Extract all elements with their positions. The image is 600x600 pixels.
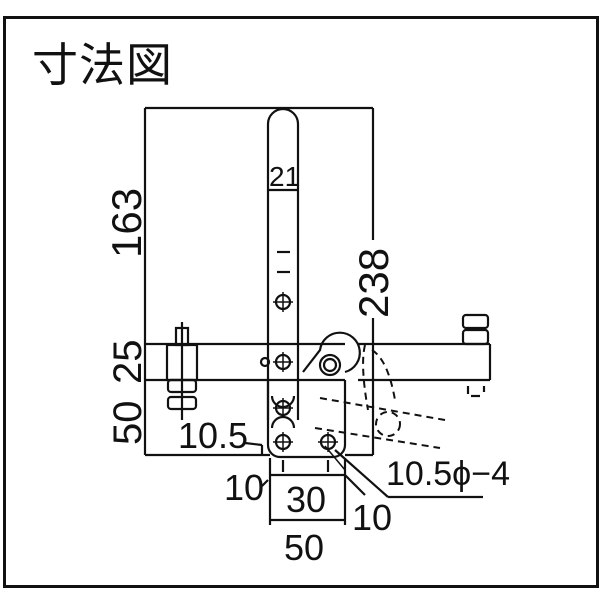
dim-base-50: 50 — [106, 401, 150, 446]
dim-base-width-50: 50 — [284, 527, 324, 568]
dim-right-margin-10: 10 — [352, 497, 392, 538]
dim-height-238: 238 — [350, 248, 397, 318]
dim-hole-spec: 10.5ϕ−4 — [386, 455, 510, 493]
base-plate — [266, 380, 347, 459]
dim-handle-21: 21 — [269, 161, 300, 192]
drawing-title: 寸法図 — [32, 38, 173, 92]
handle-lever — [266, 107, 300, 420]
dim-hole-offset-10-5: 10.5 — [178, 415, 248, 456]
spindle-right — [461, 313, 490, 330]
drawing-frame — [3, 16, 599, 588]
dim-bar-25: 25 — [106, 340, 150, 385]
dim-hole-spacing-30: 30 — [286, 479, 326, 520]
dim-height-163: 163 — [103, 188, 150, 258]
dim-left-margin-10: 10 — [224, 467, 264, 508]
